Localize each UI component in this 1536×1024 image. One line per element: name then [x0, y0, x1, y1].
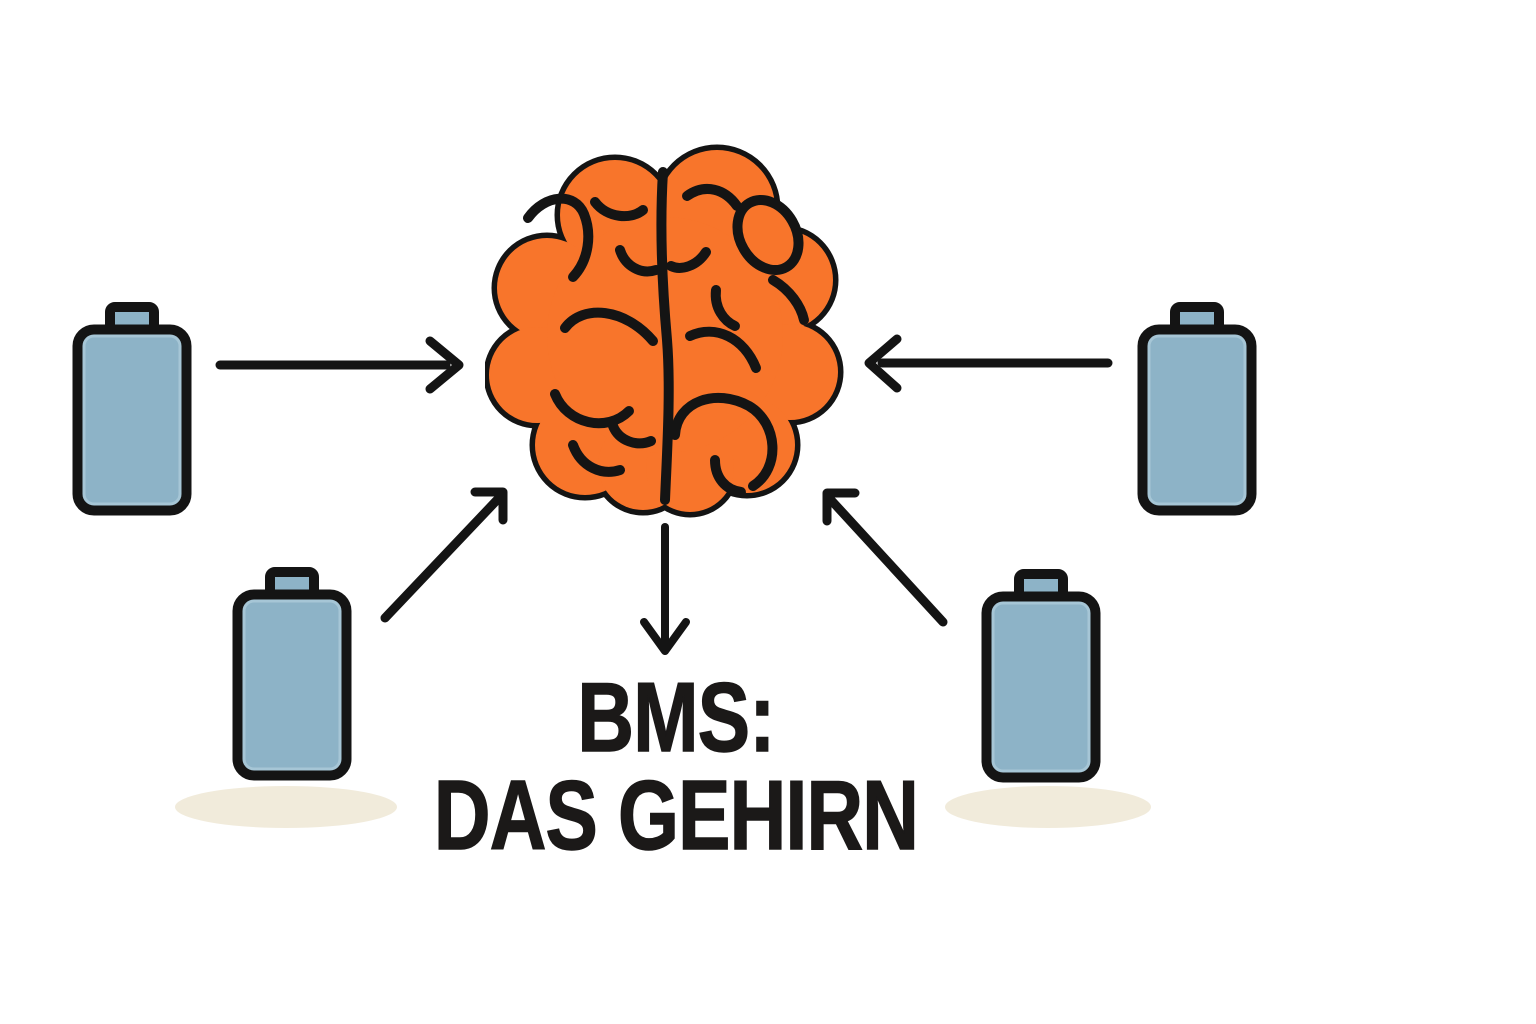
caption-line-1: BMS: [577, 662, 776, 772]
arrow-right-battery-to-brain [864, 334, 1113, 393]
battery-shadow-right [945, 786, 1151, 828]
battery-shadow-left [175, 786, 397, 828]
arrow-brain-to-caption [640, 523, 690, 655]
caption: BMS: DAS GEHIRN [356, 662, 996, 870]
arrow-left-battery-to-brain [215, 336, 464, 394]
arrow-bottom-right-battery-to-brain [822, 488, 948, 627]
brain-folds [523, 167, 809, 505]
battery-icon-bottom-left [230, 562, 354, 782]
battery-icon-left [70, 297, 194, 517]
battery-icon-bottom-right [979, 564, 1103, 784]
brain-icon [485, 140, 845, 520]
battery-icon-right [1135, 297, 1259, 517]
brain-lobe-oval [732, 195, 804, 275]
arrow-bottom-left-battery-to-brain [380, 487, 508, 623]
caption-line-2: DAS GEHIRN [433, 760, 919, 870]
